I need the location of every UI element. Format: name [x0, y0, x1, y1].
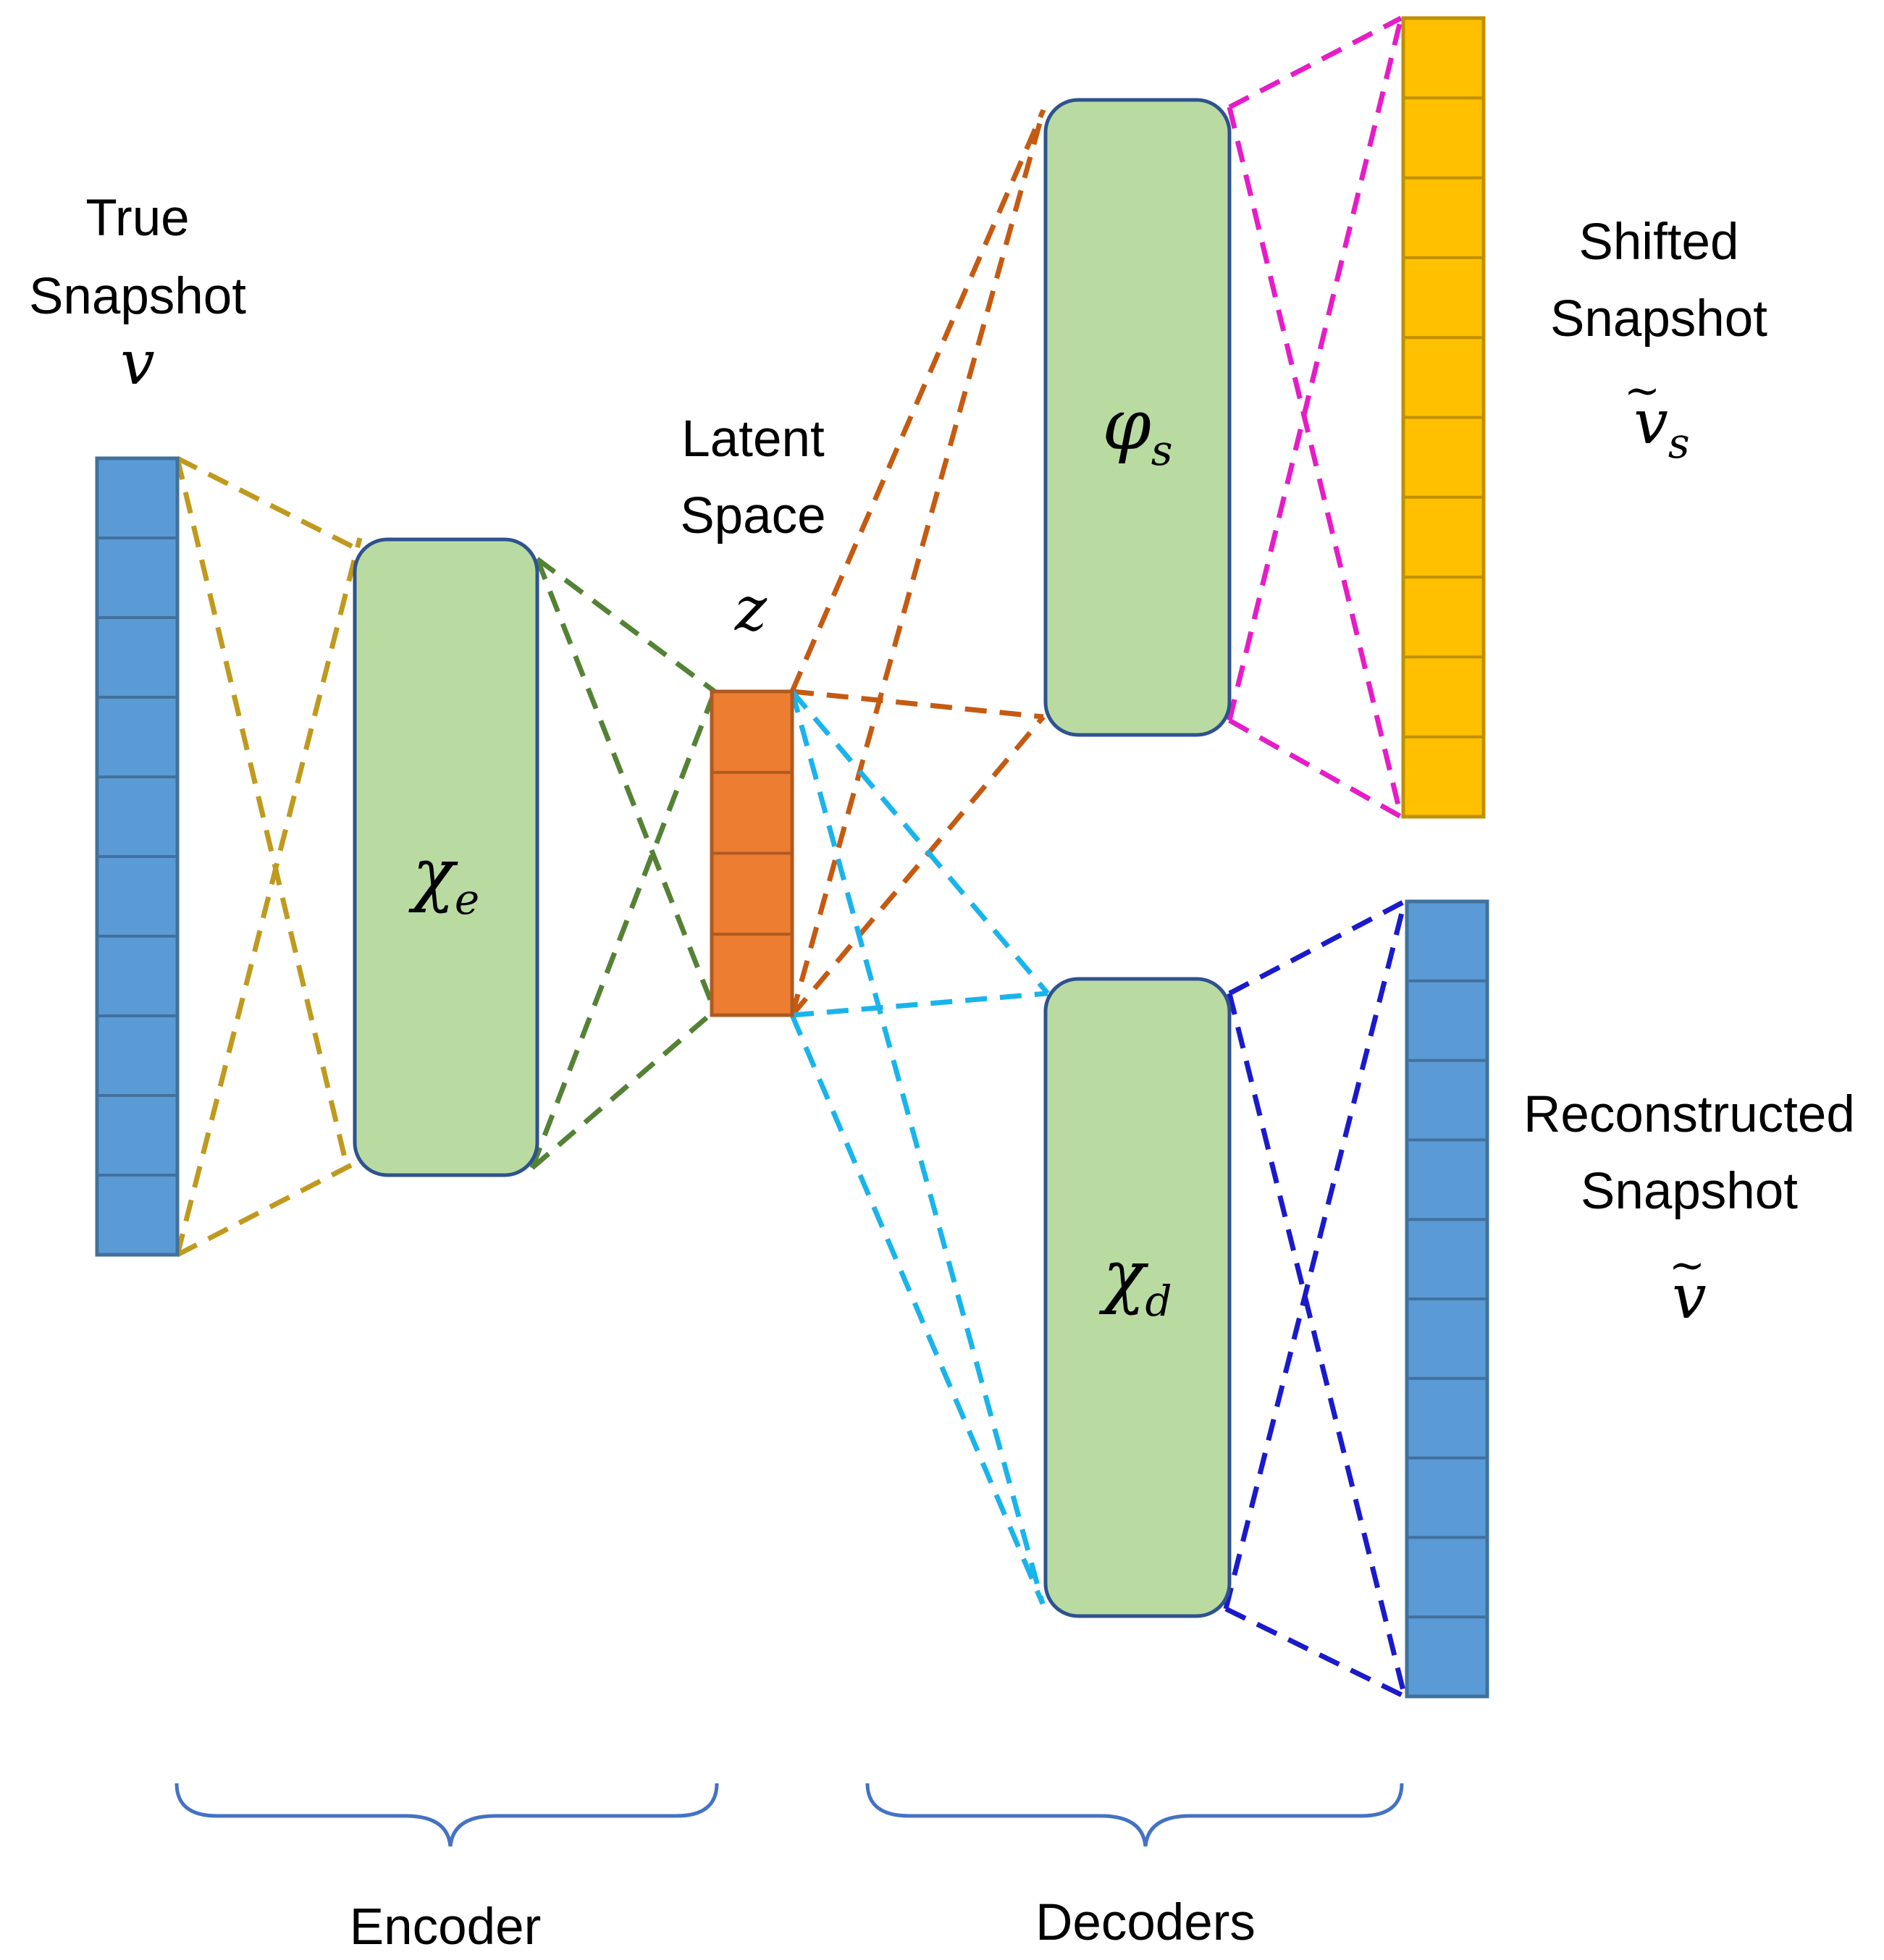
svg-text:φs: φs	[1103, 384, 1173, 475]
shift-decoder-block: φs	[1043, 98, 1232, 737]
decoder-block: χd	[1043, 977, 1232, 1618]
svg-text:Snapshot: Snapshot	[29, 268, 246, 325]
shift-decoder-output-links	[1227, 15, 1404, 820]
decoders-brace	[865, 1783, 1404, 1847]
reconstructed-vector	[1405, 899, 1489, 1699]
svg-text:χe: χe	[408, 833, 480, 924]
svg-text:v: v	[120, 327, 154, 398]
svg-text:z: z	[734, 573, 768, 644]
latent-vector	[710, 689, 794, 1017]
reconstructed-snapshot-label: Reconstructed Snapshot v ~	[1523, 1086, 1855, 1332]
encoder-output-links	[529, 557, 718, 1170]
svg-text:True: True	[85, 190, 189, 247]
encoder-label: Encoder	[350, 1898, 541, 1956]
shifted-vector	[1401, 16, 1486, 819]
shift-decoder-input-links	[789, 109, 1046, 1017]
svg-text:Reconstructed: Reconstructed	[1523, 1086, 1855, 1143]
encoder-block: χe	[353, 537, 539, 1177]
decoder-output-links	[1223, 899, 1408, 1699]
encoder-input-links	[174, 455, 363, 1258]
latent-space-label: Latent Space z	[680, 411, 825, 644]
svg-text:Space: Space	[680, 487, 825, 544]
svg-text:χd: χd	[1098, 1235, 1172, 1326]
svg-text:Latent: Latent	[681, 411, 825, 468]
input-vector	[95, 456, 180, 1257]
tilde-mark: ~	[1669, 1240, 1705, 1291]
shifted-snapshot-label: Shifted Snapshot vs ~	[1550, 214, 1767, 468]
decoders-label: Decoders	[1035, 1894, 1256, 1951]
true-snapshot-label: True Snapshot v	[29, 190, 246, 398]
tilde-mark: ~	[1624, 366, 1660, 416]
svg-text:Snapshot: Snapshot	[1581, 1163, 1798, 1220]
svg-text:v: v	[1672, 1261, 1706, 1332]
encoder-brace	[174, 1783, 719, 1847]
svg-text:Snapshot: Snapshot	[1550, 290, 1767, 348]
decoder-input-links	[789, 689, 1050, 1605]
svg-text:Shifted: Shifted	[1578, 214, 1738, 271]
svg-text:vs: vs	[1633, 387, 1689, 468]
